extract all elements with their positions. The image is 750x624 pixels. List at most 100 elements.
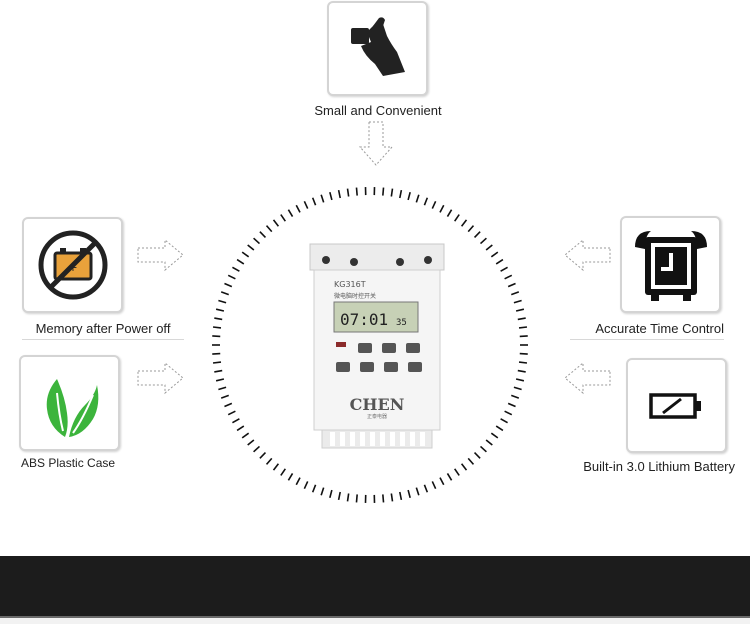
- dial-tick: [399, 491, 403, 501]
- dial-tick: [467, 457, 475, 465]
- dial-tick: [479, 445, 487, 453]
- dial-tick: [259, 452, 267, 459]
- dial-tick: [320, 194, 325, 203]
- dial-tick: [337, 491, 341, 501]
- dial-tick: [467, 225, 475, 233]
- arrow-right-icon: [137, 361, 184, 395]
- dial-tick: [507, 402, 516, 408]
- feature-memory-label: Memory after Power off: [22, 321, 184, 340]
- dial-tick: [518, 326, 528, 329]
- dial-tick: [439, 204, 445, 213]
- dial-tick: [218, 386, 227, 391]
- dial-tick: [227, 410, 236, 416]
- dial-tick: [320, 487, 325, 496]
- dial-tick: [390, 188, 394, 197]
- dial-tick: [423, 197, 429, 206]
- dial-tick: [303, 200, 309, 209]
- dial-tick: [355, 494, 358, 503]
- dial-tick: [495, 258, 504, 265]
- dial-tick: [212, 326, 222, 329]
- dial-tick: [517, 317, 526, 321]
- dial-tick: [460, 219, 468, 227]
- device-subtitle-label: 微电脑时控开关: [334, 292, 376, 300]
- dial-tick: [337, 189, 341, 199]
- dial-tick: [280, 468, 286, 476]
- dial-tick: [265, 457, 273, 465]
- dial-tick: [346, 188, 350, 197]
- dial-tick: [241, 432, 250, 439]
- dial-tick: [215, 308, 225, 312]
- dial-tick: [485, 244, 493, 251]
- feature-abs-box: [19, 355, 120, 451]
- dial-tick: [517, 369, 526, 373]
- dial-tick: [311, 484, 317, 493]
- dial-tick: [265, 225, 273, 233]
- dial-tick: [247, 439, 255, 446]
- dial-tick: [253, 237, 261, 245]
- dial-tick: [236, 425, 245, 432]
- arrow-down-icon: [358, 121, 394, 166]
- dial-tick: [346, 493, 350, 502]
- dial-tick: [287, 209, 294, 217]
- alarm-clock-icon: [634, 230, 707, 301]
- feature-small-convenient-label: Small and Convenient: [314, 103, 442, 118]
- dial-tick: [500, 266, 508, 272]
- dial-tick: [454, 214, 460, 222]
- dial-tick: [280, 214, 286, 222]
- dial-tick: [382, 187, 385, 196]
- dial-tick: [329, 191, 333, 201]
- dial-tick: [215, 378, 225, 382]
- dial-tick: [485, 439, 493, 446]
- dial-tick: [515, 308, 525, 312]
- dial-tick: [515, 378, 525, 382]
- feature-accurate-label: Accurate Time Control: [570, 321, 724, 340]
- dial-tick: [446, 473, 453, 481]
- dial-tick: [224, 402, 233, 408]
- dial-tick: [227, 274, 236, 280]
- feature-memory-box: +: [22, 217, 123, 313]
- dial-tick: [272, 219, 280, 227]
- dial-tick: [490, 432, 499, 439]
- device-brand-sub-label: 正泰电器: [367, 413, 387, 420]
- arrow-left-icon: [564, 361, 611, 395]
- dial-tick: [329, 489, 333, 499]
- dial-tick: [399, 189, 403, 199]
- dial-tick: [218, 299, 227, 304]
- dashed-circle-frame: [212, 187, 528, 503]
- dial-tick: [212, 361, 222, 364]
- no-battery-icon: +: [38, 230, 107, 300]
- dial-tick: [232, 266, 240, 272]
- dial-tick: [504, 410, 513, 416]
- dial-tick: [415, 487, 420, 496]
- footer-divider: [0, 616, 750, 618]
- leaf-icon: [46, 379, 98, 437]
- device-model-label: KG316T: [334, 280, 366, 289]
- hand-holding-card-icon: [350, 16, 405, 76]
- dial-tick: [518, 361, 528, 364]
- dial-tick: [423, 484, 429, 493]
- arrow-right-icon: [137, 238, 184, 272]
- dial-tick: [311, 197, 317, 206]
- footer-strip: [0, 618, 750, 624]
- dial-tick: [407, 191, 411, 201]
- dial-tick: [460, 463, 468, 471]
- dial-tick: [454, 468, 460, 476]
- feature-accurate-box: [620, 216, 721, 313]
- dial-tick: [495, 425, 504, 432]
- dial-tick: [431, 200, 437, 209]
- dial-tick: [473, 231, 481, 238]
- dial-tick: [507, 282, 516, 288]
- dial-tick: [382, 494, 385, 503]
- dial-tick: [473, 452, 481, 459]
- feature-abs-label: ABS Plastic Case: [21, 456, 116, 470]
- dial-tick: [259, 231, 267, 238]
- dial-tick: [407, 489, 411, 499]
- dial-tick: [511, 291, 520, 296]
- feature-battery-label: Built-in 3.0 Lithium Battery: [583, 459, 735, 474]
- low-battery-icon: [648, 392, 701, 419]
- dial-tick: [236, 258, 245, 265]
- dial-tick: [355, 187, 358, 196]
- feature-battery-box: [626, 358, 727, 453]
- dial-tick: [253, 445, 261, 453]
- dial-tick: [513, 386, 522, 391]
